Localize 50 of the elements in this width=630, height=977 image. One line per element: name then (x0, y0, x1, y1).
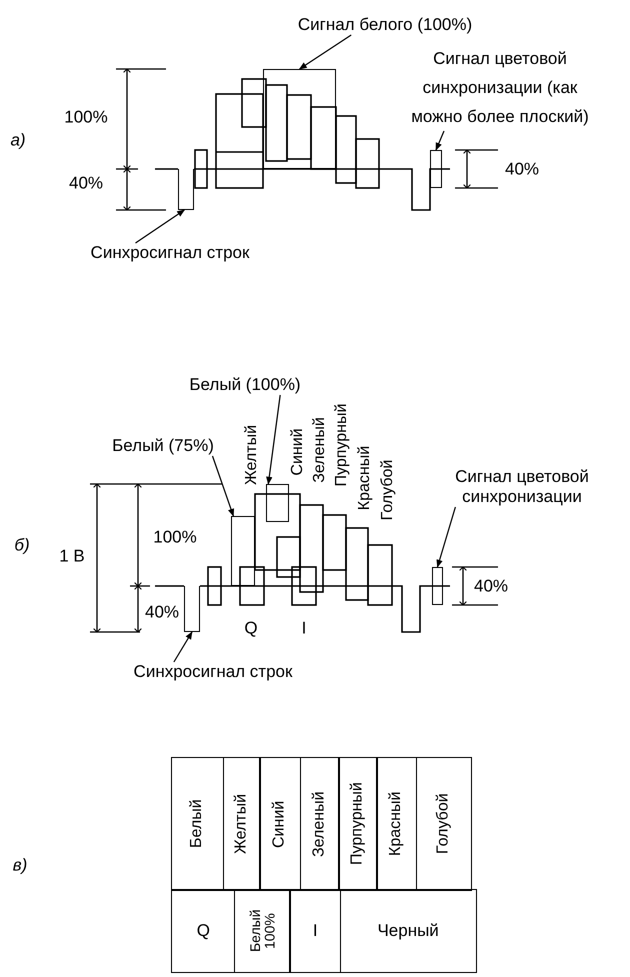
dimension-label: 40% (474, 578, 508, 594)
leader-line (266, 394, 281, 485)
leader-line (135, 210, 186, 244)
table-cell: Пурпурный (338, 757, 378, 891)
bar-label: Красный (357, 446, 373, 510)
table-cell: Белый (171, 757, 224, 891)
leader-line (173, 631, 193, 662)
leader-line (436, 506, 456, 568)
panel-label: в) (12, 856, 28, 874)
table-cell: Белый 100% (234, 889, 291, 974)
table-cell: Q (171, 889, 236, 974)
callout-text: Белый (100%) (189, 375, 301, 395)
leader-line (435, 130, 445, 151)
bar-label: Пурпурный (334, 404, 350, 486)
callout-text: Синхросигнал строк (134, 662, 292, 682)
burst-pulse (430, 150, 442, 188)
panel-label: б) (14, 536, 30, 554)
callout-text: Сигнал белого (100%) (298, 15, 472, 35)
callout-text: Синхросигнал строк (90, 243, 250, 263)
dimension-label: 40% (504, 160, 540, 178)
signal-label: Q (244, 620, 258, 636)
bar-label: Желтый (244, 424, 260, 486)
bar-label: Зеленый (312, 417, 328, 483)
table-cell: Голубой (416, 757, 472, 891)
table-cell: Красный (376, 757, 418, 891)
panel-label: а) (10, 132, 26, 148)
bar-label: Синий (290, 428, 306, 476)
table-cell: Желтый (222, 757, 261, 891)
callout-text: Сигнал цветовой синхронизации (как можно более плоский) (410, 48, 590, 128)
dimension-label: 40% (68, 174, 104, 192)
signal-bar (263, 69, 336, 169)
dimension-label: 100% (153, 528, 197, 546)
signal-label: I (302, 620, 306, 636)
dimension-label: 40% (144, 604, 180, 620)
sync-pulse (184, 586, 200, 632)
burst-pulse (432, 567, 443, 605)
table-cell: Черный (340, 889, 477, 974)
callout-text: Белый (75%) (112, 436, 214, 456)
callout-text: Сигнал цветовой синхронизации (454, 467, 590, 507)
dimension-label: 1 В (59, 548, 85, 564)
signal-bar (266, 484, 289, 522)
table-cell: Синий (259, 757, 302, 891)
dimension-label: 100% (64, 108, 108, 126)
signal-bar (231, 516, 255, 586)
sync-pulse (178, 169, 194, 210)
leader-line (298, 34, 352, 70)
table-cell: Зеленый (300, 757, 340, 891)
table-cell: I (289, 889, 342, 974)
bar-label: Голубой (380, 460, 396, 520)
leader-line (212, 456, 234, 517)
